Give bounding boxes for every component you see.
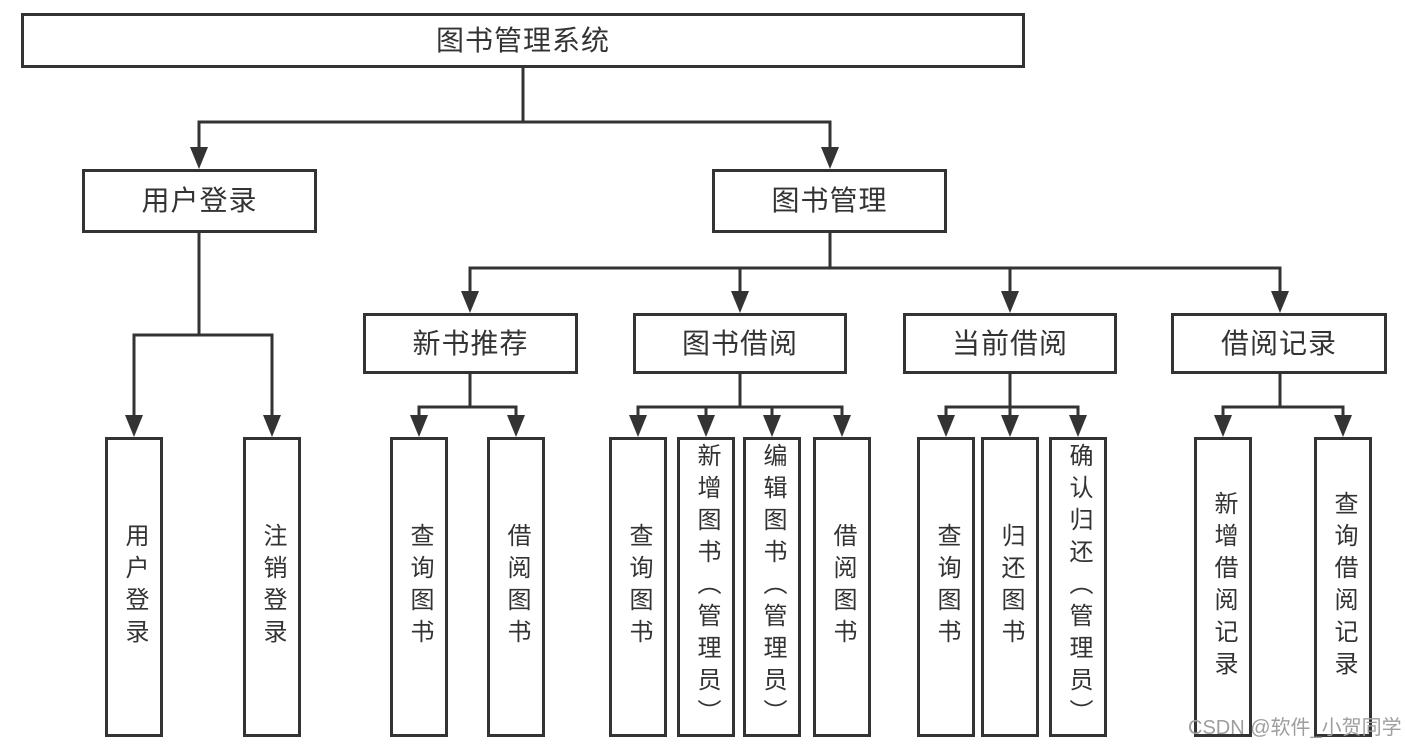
connector-new-book-recommend-to-children — [417, 372, 518, 418]
arrowhead-icon — [461, 291, 479, 313]
leaf-user-login: 用户登录 — [105, 437, 163, 737]
arrowhead-icon — [731, 291, 749, 313]
leaf-add-borrow-record: 新增借阅记录 — [1194, 437, 1252, 737]
node-library-management-system: 图书管理系统 — [21, 13, 1025, 68]
connector-root-to-level2 — [197, 66, 832, 150]
leaf-query-books-current: 查询图书 — [917, 437, 975, 737]
node-book-borrow: 图书借阅 — [633, 313, 847, 374]
arrowhead-icon — [629, 415, 647, 437]
leaf-query-books-borrow: 查询图书 — [609, 437, 667, 737]
arrowhead-icon — [1334, 415, 1352, 437]
arrowhead-icon — [125, 415, 143, 437]
leaf-add-book-admin: 新增图书（管理员） — [677, 437, 735, 737]
connector-book-borrow-to-children — [636, 372, 844, 418]
leaf-borrow-books: 借阅图书 — [813, 437, 871, 737]
arrowhead-icon — [410, 415, 428, 437]
connector-book-management-to-children — [468, 231, 1282, 294]
leaf-return-books: 归还图书 — [981, 437, 1039, 737]
arrowhead-icon — [1271, 291, 1289, 313]
node-new-book-recommend: 新书推荐 — [363, 313, 578, 374]
arrowhead-icon — [1001, 291, 1019, 313]
arrowhead-icon — [763, 415, 781, 437]
arrowhead-icon — [1069, 415, 1087, 437]
connector-user-login-to-children — [132, 231, 274, 418]
arrowhead-icon — [937, 415, 955, 437]
arrowhead-icon — [190, 147, 208, 169]
csdn-watermark: CSDN @软件_小贺同学 — [1188, 717, 1402, 739]
arrowhead-icon — [263, 415, 281, 437]
leaf-confirm-return-admin: 确认归还（管理员） — [1049, 437, 1107, 737]
leaf-edit-book-admin: 编辑图书（管理员） — [743, 437, 801, 737]
node-current-borrow: 当前借阅 — [903, 313, 1117, 374]
arrowhead-icon — [1001, 415, 1019, 437]
node-user-login: 用户登录 — [82, 169, 317, 233]
node-book-management: 图书管理 — [712, 169, 947, 233]
arrowhead-icon — [1214, 415, 1232, 437]
leaf-logout: 注销登录 — [243, 437, 301, 737]
connector-current-borrow-to-children — [944, 372, 1080, 418]
arrowhead-icon — [697, 415, 715, 437]
leaf-query-borrow-record: 查询借阅记录 — [1314, 437, 1372, 737]
node-borrow-records: 借阅记录 — [1171, 313, 1387, 374]
leaf-borrow-books-recommend: 借阅图书 — [487, 437, 545, 737]
connector-borrow-records-to-children — [1221, 372, 1345, 418]
arrowhead-icon — [833, 415, 851, 437]
arrowhead-icon — [821, 147, 839, 169]
leaf-query-books-recommend: 查询图书 — [390, 437, 448, 737]
arrowhead-icon — [507, 415, 525, 437]
